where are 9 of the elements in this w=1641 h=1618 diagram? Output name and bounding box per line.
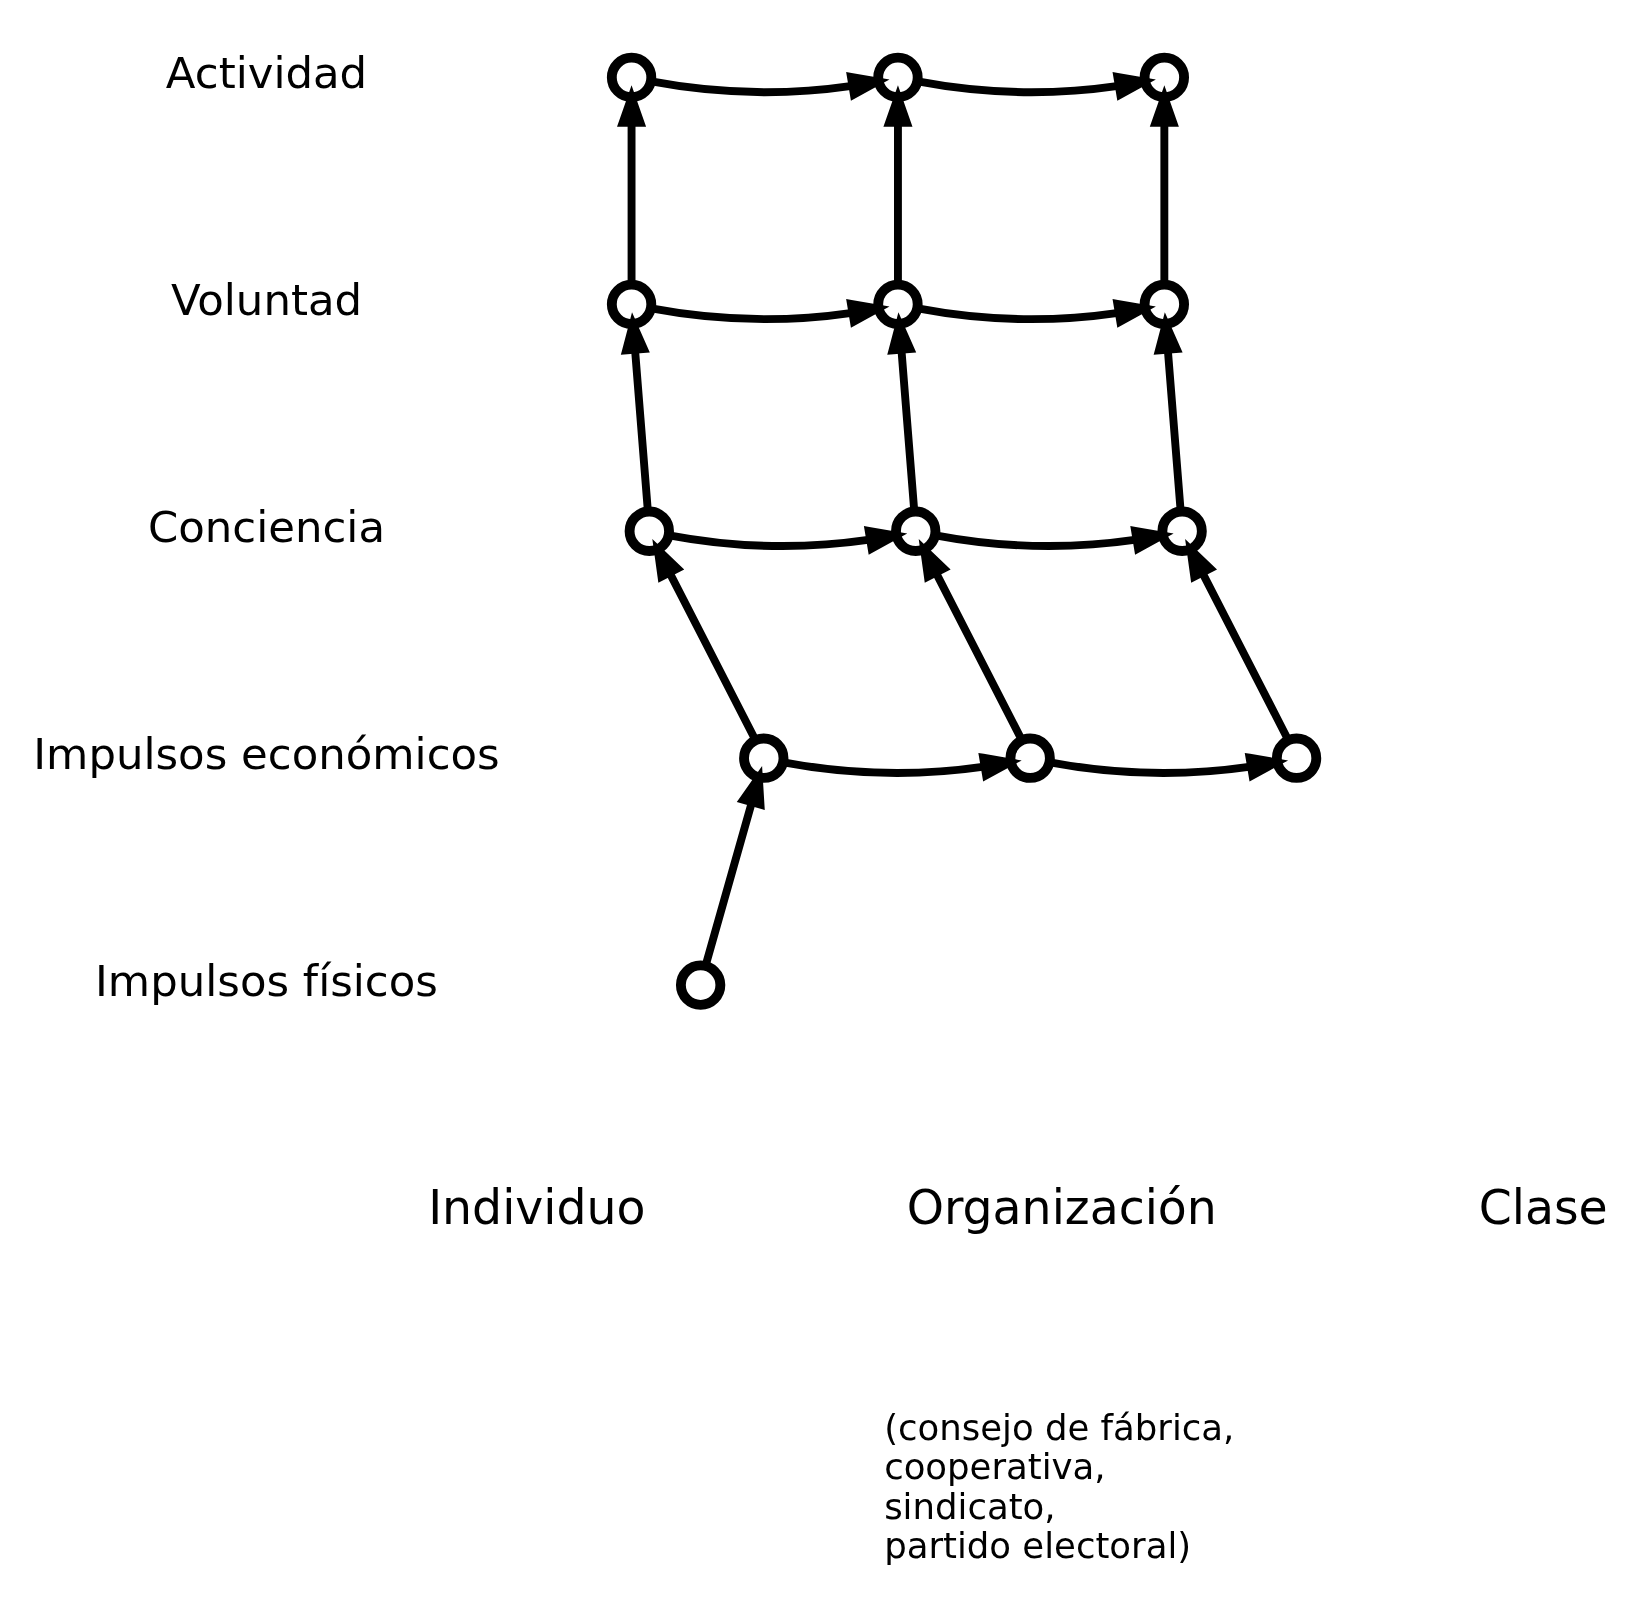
label: Individuo: [428, 1179, 646, 1235]
label: Organización: [906, 1179, 1217, 1235]
label: Actividad: [165, 47, 368, 98]
label: Impulsos físicos: [95, 955, 438, 1006]
label: Impulsos económicos: [33, 728, 500, 779]
label: Conciencia: [147, 501, 386, 552]
label: Clase: [1478, 1179, 1608, 1235]
label: (consejo de fábrica, cooperativa, sindicato, partido electoral): [884, 1406, 1235, 1566]
label: Voluntad: [170, 274, 363, 325]
